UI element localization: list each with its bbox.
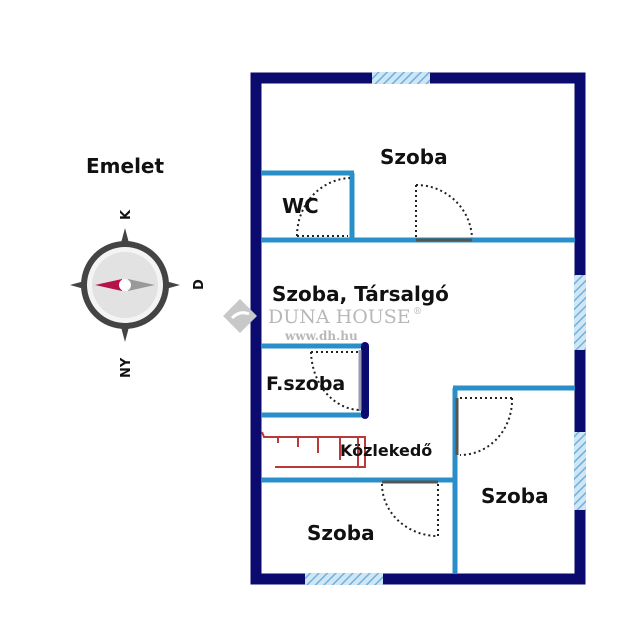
room-label-wc: WC [282, 194, 319, 218]
room-label-top-room: Szoba [380, 145, 448, 169]
stairs [261, 431, 366, 468]
room-label-bathroom: F.szoba [266, 373, 345, 395]
compass-north-label: K [119, 209, 134, 220]
compass-icon [70, 228, 180, 342]
window [574, 275, 586, 350]
floor-label: Emelet [86, 154, 164, 178]
compass-south-label: NY [119, 357, 134, 378]
compass-needle-east [128, 279, 155, 291]
compass-needle-west [95, 279, 122, 291]
window [574, 432, 586, 510]
watermark-url: www.dh.hu [284, 329, 358, 343]
inner-walls [261, 170, 575, 574]
watermark-registered: ® [413, 307, 422, 317]
door-swings [296, 177, 514, 537]
room-label-living: Szoba, Társalgó [272, 282, 449, 306]
watermark-brand: DUNA HOUSE [268, 306, 411, 328]
duna-house-logo [223, 299, 257, 333]
window [372, 72, 430, 84]
compass-east-label: D [192, 279, 207, 290]
room-label-bottom-room: Szoba [307, 521, 375, 545]
room-label-right-room: Szoba [481, 484, 549, 508]
room-label-hallway: Közlekedő [340, 441, 432, 460]
window [305, 573, 383, 585]
